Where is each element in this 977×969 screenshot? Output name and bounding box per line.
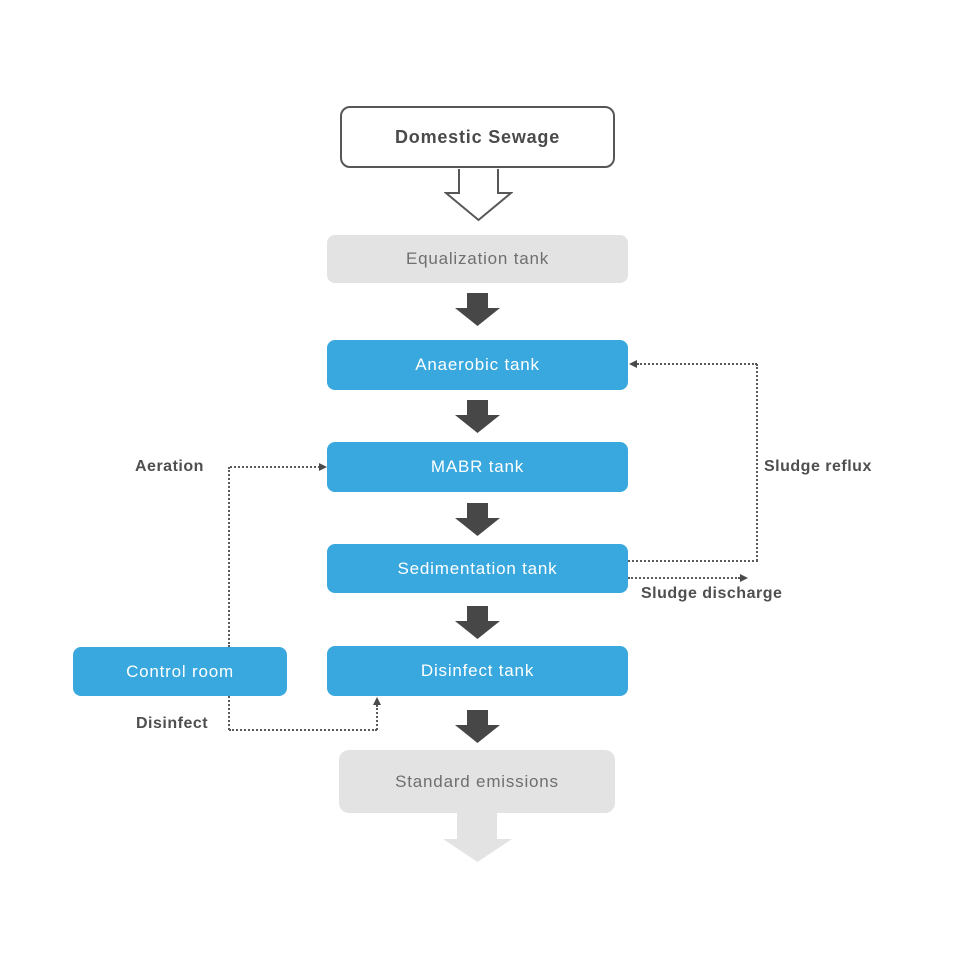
connector-disinfect-up	[376, 705, 378, 730]
connector-sludge-discharge	[628, 577, 740, 579]
connector-sludge-reflux-bottom	[628, 560, 758, 562]
node-anaerobic-tank: Anaerobic tank	[327, 340, 628, 390]
connector-sludge-reflux-top	[637, 363, 757, 365]
connector-disinfect-down	[228, 696, 230, 730]
down-arrow-icon	[455, 710, 500, 743]
down-arrow-icon	[455, 293, 500, 326]
down-arrow-icon	[455, 400, 500, 433]
label-aeration: Aeration	[135, 458, 204, 475]
connector-aeration-horizontal	[230, 466, 320, 468]
down-arrow-icon	[455, 606, 500, 639]
light-down-arrow-icon	[443, 813, 512, 862]
sludge-discharge-arrowhead-icon	[740, 574, 748, 582]
label-disinfect: Disinfect	[136, 715, 209, 732]
node-mabr-tank: MABR tank	[327, 442, 628, 492]
label-sludge-reflux: Sludge reflux	[764, 458, 872, 475]
connector-sludge-reflux-vertical	[756, 364, 758, 561]
connector-disinfect-horizontal	[229, 729, 377, 731]
sludge-reflux-arrowhead-icon	[629, 360, 637, 368]
node-disinfect-tank: Disinfect tank	[327, 646, 628, 696]
aeration-arrowhead-icon	[319, 463, 327, 471]
node-equalization-tank: Equalization tank	[327, 235, 628, 283]
node-sedimentation-tank: Sedimentation tank	[327, 544, 628, 593]
down-arrow-icon	[455, 503, 500, 536]
node-standard-emissions: Standard emissions	[339, 750, 615, 813]
connector-aeration-vertical	[228, 467, 230, 647]
node-domestic-sewage: Domestic Sewage	[340, 106, 615, 168]
hollow-down-arrow-icon	[444, 169, 513, 222]
node-control-room: Control room	[73, 647, 287, 696]
label-sludge-discharge: Sludge discharge	[641, 585, 783, 602]
disinfect-arrowhead-icon	[373, 697, 381, 705]
